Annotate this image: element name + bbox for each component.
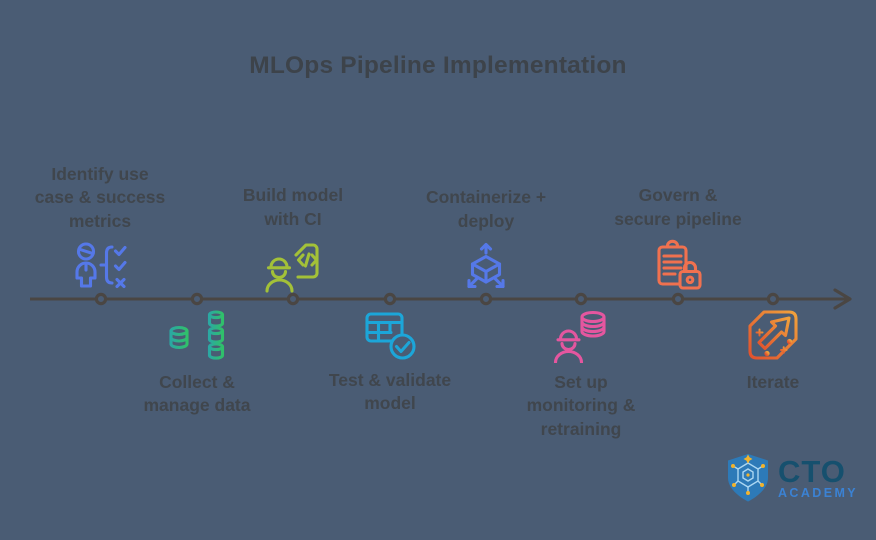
step-iterate: Iterate	[673, 307, 873, 394]
table-check-icon	[362, 307, 418, 361]
step-label: Identify use case & success metrics	[34, 163, 166, 231]
page-title: MLOps Pipeline Implementation	[249, 52, 627, 79]
engineer-code-file-icon	[263, 239, 323, 293]
step-label: Iterate	[746, 372, 800, 392]
timeline	[30, 288, 852, 310]
person-checklist-icon	[70, 241, 130, 293]
step-govern-secure: Govern & secure pipeline	[578, 184, 778, 293]
step-label: Set up monitoring & retraining	[526, 372, 636, 439]
timeline-node	[479, 292, 493, 306]
step-label: Test & validate model	[328, 370, 452, 414]
logo-text-primary: CTO	[778, 453, 846, 489]
timeline-node	[190, 292, 204, 306]
timeline-node	[286, 292, 300, 306]
step-collect-data: Collect & manage data	[97, 307, 297, 418]
timeline-arrowhead	[833, 288, 852, 310]
engineer-database-icon	[552, 307, 610, 363]
cube-deploy-arrows-icon	[456, 241, 516, 293]
iterate-arrow-icon	[744, 307, 802, 363]
timeline-node	[383, 292, 397, 306]
clipboard-lock-icon	[649, 239, 707, 293]
timeline-node	[766, 292, 780, 306]
logo-wordmark: CTO ACADEMY	[778, 453, 858, 500]
step-monitoring-retraining: Set up monitoring & retraining	[481, 307, 681, 441]
timeline-node	[94, 292, 108, 306]
data-branch-icon	[166, 307, 228, 363]
step-build-model: Build model with CI	[193, 184, 393, 293]
step-label: Build model with CI	[242, 185, 344, 229]
step-label: Govern & secure pipeline	[614, 185, 742, 229]
cto-academy-logo: CTO ACADEMY	[725, 452, 858, 504]
timeline-node	[574, 292, 588, 306]
step-label: Collect & manage data	[143, 372, 251, 416]
step-identify-use-case: Identify use case & success metrics	[0, 163, 200, 293]
step-label: Containerize + deploy	[425, 187, 547, 231]
shield-circuit-icon	[725, 452, 771, 504]
timeline-nodes	[94, 292, 780, 306]
logo-text-secondary: ACADEMY	[778, 485, 858, 500]
step-containerize-deploy: Containerize + deploy	[386, 186, 586, 293]
step-test-validate: Test & validate model	[290, 307, 490, 416]
timeline-node	[671, 292, 685, 306]
